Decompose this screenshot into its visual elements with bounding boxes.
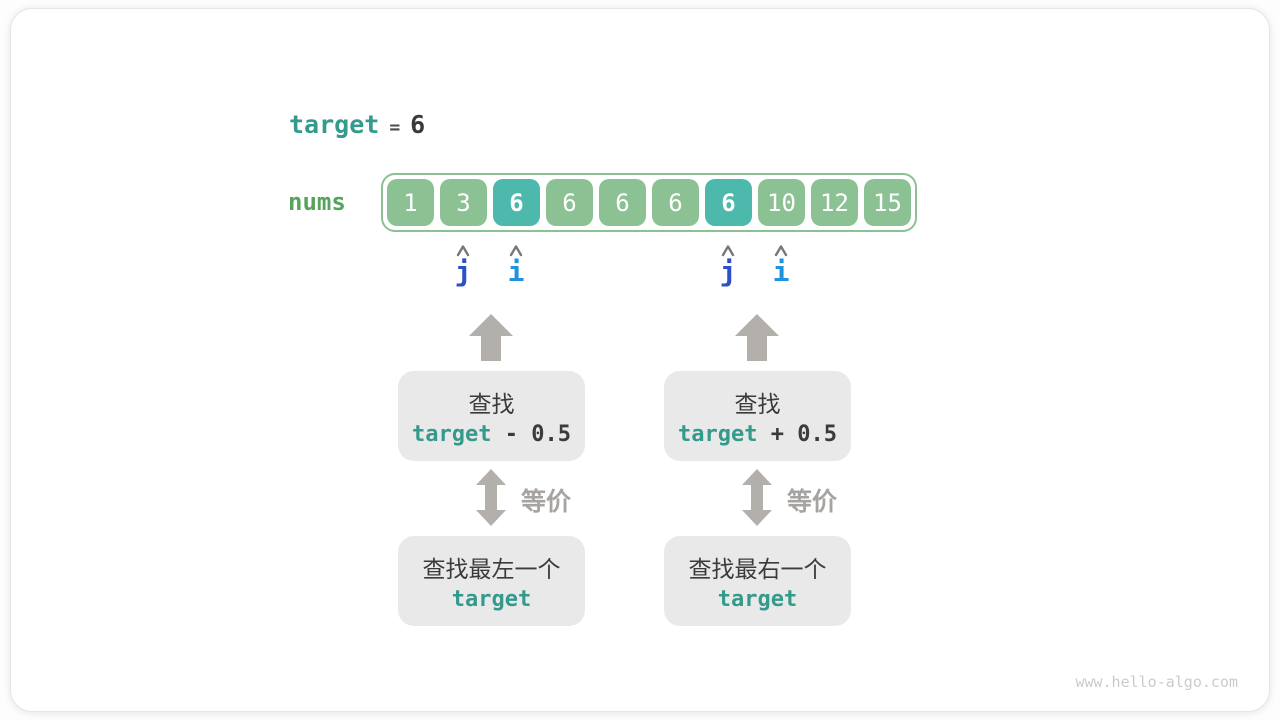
array-cell: 12 xyxy=(811,179,858,226)
target-value: 6 xyxy=(410,110,426,139)
array-cell-highlighted: 6 xyxy=(493,179,540,226)
caret-up-icon xyxy=(508,242,524,261)
target-variable: target xyxy=(289,110,380,139)
result-target-label: target xyxy=(452,587,531,612)
target-variable: target xyxy=(678,422,758,447)
caret-up-icon xyxy=(720,242,736,261)
search-expression-suffix: - 0.5 xyxy=(491,422,571,447)
diagram-canvas xyxy=(10,8,1270,712)
target-variable: target xyxy=(412,422,492,447)
search-expression-suffix: + 0.5 xyxy=(757,422,837,447)
array-cell: 6 xyxy=(652,179,699,226)
up-arrow-icon xyxy=(469,314,513,365)
equivalence-label: 等价 xyxy=(787,487,838,516)
target-variable: target xyxy=(717,587,798,612)
array-cell: 3 xyxy=(440,179,487,226)
caret-up-icon xyxy=(455,242,471,261)
nums-label: nums xyxy=(288,188,346,216)
equivalence-label: 等价 xyxy=(521,487,572,516)
equivalence-double-arrow-icon xyxy=(742,469,772,530)
array-cell-highlighted: 6 xyxy=(705,179,752,226)
search-expression: target + 0.5 xyxy=(678,422,837,447)
array-cell: 6 xyxy=(599,179,646,226)
result-target-label: target xyxy=(718,587,797,612)
equivalence-double-arrow-icon xyxy=(476,469,506,530)
result-box-left: 查找最左一个 target xyxy=(398,536,585,626)
array-cell: 15 xyxy=(864,179,911,226)
caret-up-icon xyxy=(773,242,789,261)
search-action-label: 查找 xyxy=(734,392,781,418)
pointer-j-label: j xyxy=(719,255,737,288)
watermark: www.hello-algo.com xyxy=(1075,673,1238,691)
target-variable: target xyxy=(451,587,532,612)
target-assignment: target = 6 xyxy=(289,110,425,139)
array-cell: 10 xyxy=(758,179,805,226)
pointer-j-label: j xyxy=(454,255,472,288)
result-action-label: 查找最右一个 xyxy=(688,557,827,583)
search-expression: target - 0.5 xyxy=(412,422,571,447)
result-action-label: 查找最左一个 xyxy=(422,557,561,583)
equals-sign: = xyxy=(389,117,401,138)
nums-array: 1 3 6 6 6 6 6 10 12 15 xyxy=(381,173,917,232)
search-action-label: 查找 xyxy=(468,392,515,418)
pointer-i-label: i xyxy=(772,255,790,288)
up-arrow-icon xyxy=(735,314,779,365)
search-box-left: 查找 target - 0.5 xyxy=(398,371,585,461)
array-cell: 6 xyxy=(546,179,593,226)
array-cell: 1 xyxy=(387,179,434,226)
search-box-right: 查找 target + 0.5 xyxy=(664,371,851,461)
pointer-i-label: i xyxy=(507,255,525,288)
result-box-right: 查找最右一个 target xyxy=(664,536,851,626)
